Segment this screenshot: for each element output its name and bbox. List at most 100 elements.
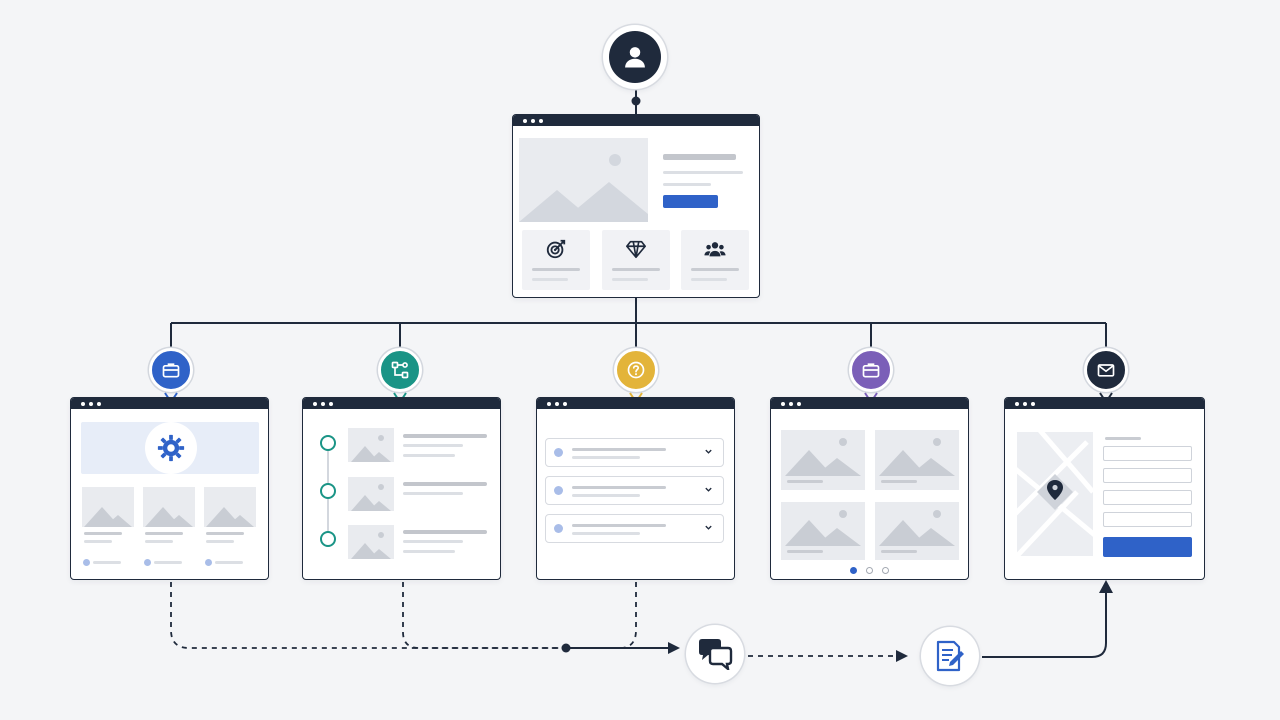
chevron-down-icon (705, 449, 712, 454)
text-line (691, 268, 739, 271)
text-line (532, 278, 568, 281)
text-line (84, 540, 112, 543)
text-line (663, 183, 711, 186)
bullet-dot (554, 486, 563, 495)
feature-card (602, 230, 670, 290)
bullet-dot (554, 448, 563, 457)
timeline-step (320, 435, 336, 451)
bullet-dot (554, 524, 563, 533)
faq-page-wireframe[interactable] (536, 397, 735, 580)
faq-accordion-item[interactable] (545, 514, 724, 543)
chevron-down-icon (705, 525, 712, 530)
bullet-dot (83, 559, 90, 566)
text-line (572, 524, 666, 527)
text-line (663, 171, 743, 174)
image-placeholder (348, 428, 394, 462)
portfolio-image-placeholder (875, 502, 959, 560)
text-line (572, 532, 640, 535)
hero-heading-placeholder (663, 154, 736, 160)
image-placeholder (348, 525, 394, 559)
bullet-dot (205, 559, 212, 566)
chat-node[interactable] (686, 625, 744, 683)
form-node[interactable] (921, 627, 979, 685)
portfolio-page-wireframe[interactable] (770, 397, 969, 580)
text-line (572, 456, 640, 459)
form-edit-icon (936, 640, 964, 672)
contact-section-badge[interactable] (1084, 348, 1128, 392)
window-titlebar (771, 398, 968, 409)
image-placeholder (204, 487, 256, 527)
home-page-wireframe[interactable] (512, 114, 760, 298)
services-section-badge[interactable] (149, 348, 193, 392)
text-line (572, 448, 666, 451)
text-line (403, 434, 487, 438)
contact-page-wireframe[interactable] (1004, 397, 1205, 580)
image-placeholder (82, 487, 134, 527)
form-field-phone[interactable] (1103, 490, 1192, 505)
diamond-icon (626, 240, 646, 259)
window-titlebar (537, 398, 734, 409)
briefcase-icon (162, 363, 180, 378)
target-icon (546, 239, 566, 259)
faq-accordion-item[interactable] (545, 476, 724, 505)
hero-image-placeholder (519, 138, 648, 222)
process-page-wireframe[interactable] (302, 397, 501, 580)
gear-icon-holder (145, 422, 197, 474)
faq-section-badge[interactable] (614, 348, 658, 392)
briefcase-icon (862, 363, 880, 378)
feature-card (522, 230, 590, 290)
text-line (145, 532, 183, 535)
image-placeholder (348, 477, 394, 511)
portfolio-section-badge[interactable] (849, 348, 893, 392)
text-line (403, 454, 455, 457)
carousel-dot-active[interactable] (850, 567, 857, 574)
text-line (881, 550, 917, 553)
gear-icon (157, 434, 185, 462)
text-line (572, 486, 666, 489)
text-line (572, 494, 640, 497)
carousel-dot[interactable] (882, 567, 889, 574)
text-line (403, 540, 463, 543)
process-section-badge[interactable] (378, 348, 422, 392)
text-line (403, 550, 455, 553)
text-line (403, 444, 463, 447)
cta-button-placeholder[interactable] (663, 195, 718, 208)
user-icon (609, 31, 661, 83)
chat-bubbles-icon (699, 639, 733, 670)
workflow-icon (391, 361, 409, 379)
bullet-dot (144, 559, 151, 566)
text-line (787, 550, 823, 553)
window-titlebar (513, 115, 759, 126)
envelope-icon (1097, 364, 1115, 377)
text-line (93, 561, 121, 564)
text-line (403, 492, 463, 495)
text-line (206, 532, 244, 535)
form-field-message[interactable] (1103, 512, 1192, 527)
faq-accordion-item[interactable] (545, 438, 724, 467)
text-line (403, 530, 487, 534)
root-user-node[interactable] (603, 25, 667, 89)
form-submit-button[interactable] (1103, 537, 1192, 557)
services-page-wireframe[interactable] (70, 397, 269, 580)
text-line (403, 482, 487, 486)
timeline-step (320, 483, 336, 499)
text-line (532, 268, 580, 271)
image-placeholder (143, 487, 195, 527)
carousel-dot[interactable] (866, 567, 873, 574)
form-field-name[interactable] (1103, 446, 1192, 461)
text-line (145, 540, 173, 543)
text-line (206, 540, 234, 543)
text-line (84, 532, 122, 535)
text-line (612, 268, 660, 271)
text-line (881, 480, 917, 483)
chevron-down-icon (705, 487, 712, 492)
window-titlebar (303, 398, 500, 409)
text-line (612, 278, 648, 281)
timeline-step (320, 531, 336, 547)
feature-card (681, 230, 749, 290)
question-icon (627, 361, 645, 379)
form-field-email[interactable] (1103, 468, 1192, 483)
form-label-placeholder (1105, 437, 1141, 440)
